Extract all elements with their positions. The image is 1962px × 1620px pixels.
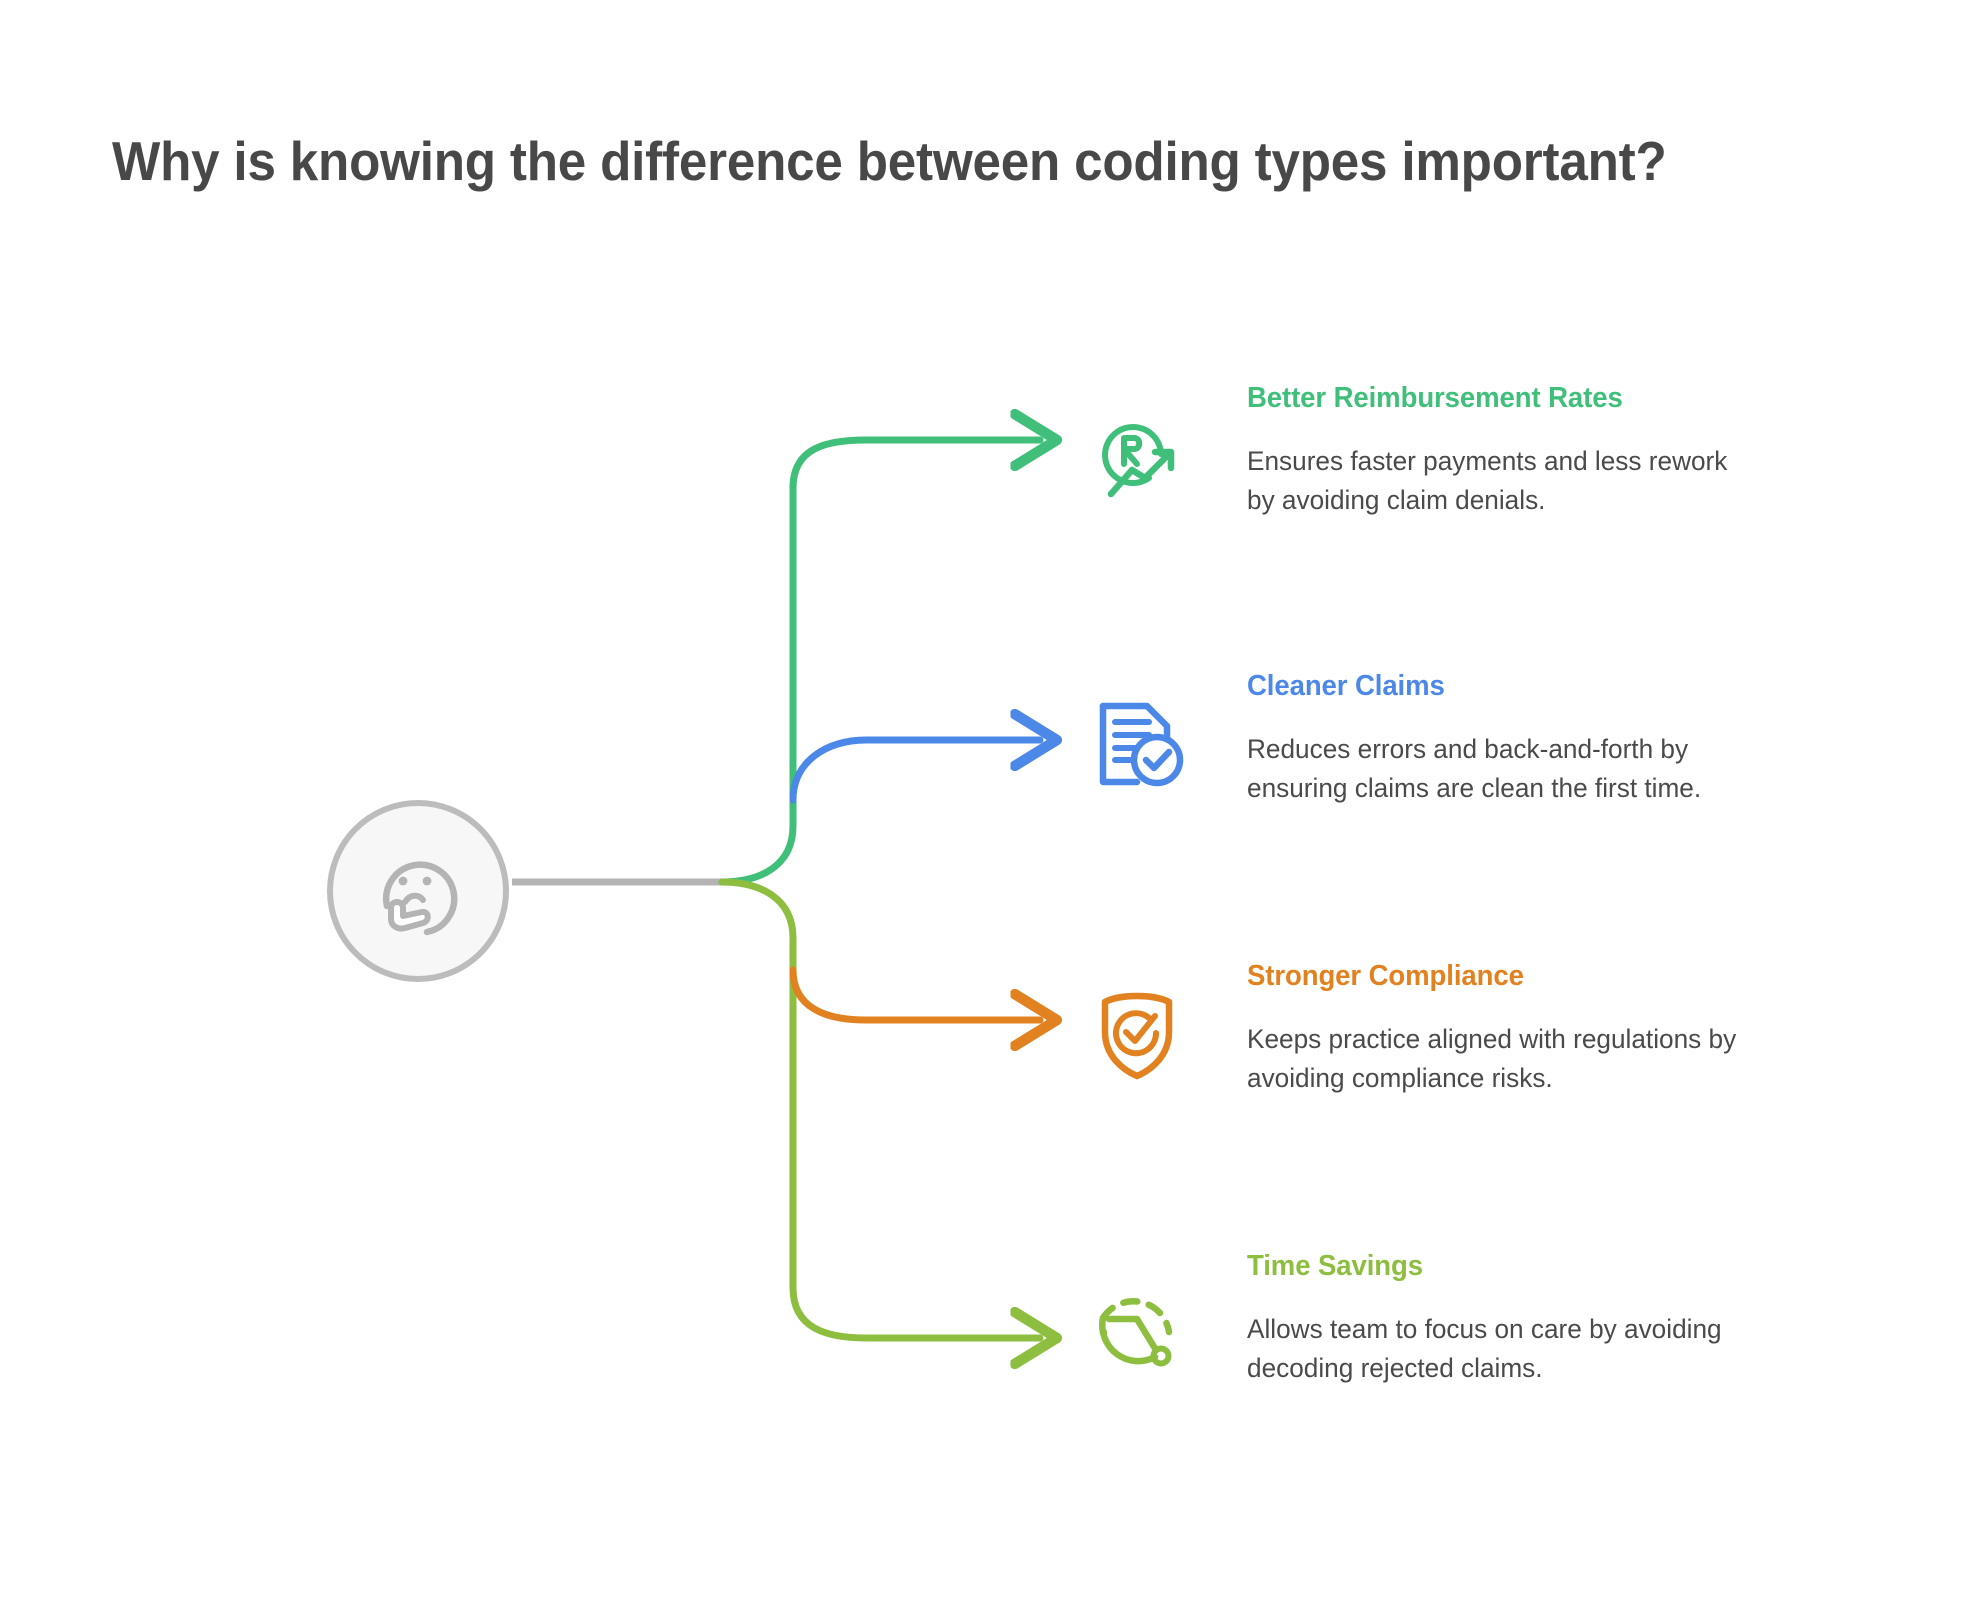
- branch-icon-wrap: [1085, 690, 1189, 794]
- branch-icon-wrap: [1085, 1270, 1189, 1374]
- branch-text: Better Reimbursement Rates Ensures faste…: [1247, 380, 1847, 520]
- central-node[interactable]: [327, 800, 509, 982]
- branch-icon-wrap: [1085, 980, 1189, 1084]
- page-title: Why is knowing the difference between co…: [112, 130, 1667, 192]
- branch-text: Time Savings Allows team to focus on car…: [1247, 1248, 1847, 1388]
- clock-dashed-icon: [1099, 1287, 1179, 1367]
- branch-item-better-reimbursement-rates[interactable]: Better Reimbursement Rates Ensures faste…: [1085, 380, 1847, 520]
- shield-check-icon: [1101, 992, 1173, 1080]
- connector-stronger-compliance: [789, 966, 1040, 1020]
- connector-cleaner-claims: [789, 740, 1040, 804]
- branch-title: Cleaner Claims: [1247, 670, 1445, 702]
- branch-description: Ensures faster payments and less rework …: [1247, 446, 1728, 515]
- branch-description: Reduces errors and back-and-forth by ens…: [1247, 734, 1702, 803]
- document-check-icon: [1099, 702, 1184, 787]
- branch-title: Time Savings: [1247, 1250, 1423, 1282]
- branch-item-time-savings[interactable]: Time Savings Allows team to focus on car…: [1085, 1248, 1847, 1388]
- branch-text: Stronger Compliance Keeps practice align…: [1247, 958, 1847, 1098]
- thinking-face-icon: [383, 861, 458, 936]
- branch-item-cleaner-claims[interactable]: Cleaner Claims Reduces errors and back-a…: [1085, 668, 1847, 808]
- connector-better-reimbursement-rates: [718, 440, 1040, 886]
- registered-trending-up-icon: [1102, 424, 1175, 498]
- branch-description: Keeps practice aligned with regulations …: [1247, 1024, 1737, 1093]
- branch-description: Allows team to focus on care by avoiding…: [1247, 1314, 1722, 1383]
- connector-time-savings: [718, 878, 1040, 1338]
- branch-title: Better Reimbursement Rates: [1247, 382, 1623, 414]
- branch-title: Stronger Compliance: [1247, 960, 1524, 992]
- branch-item-stronger-compliance[interactable]: Stronger Compliance Keeps practice align…: [1085, 958, 1847, 1098]
- central-node-disc: [327, 800, 509, 982]
- branch-icon-wrap: [1085, 402, 1189, 506]
- branch-text: Cleaner Claims Reduces errors and back-a…: [1247, 668, 1847, 808]
